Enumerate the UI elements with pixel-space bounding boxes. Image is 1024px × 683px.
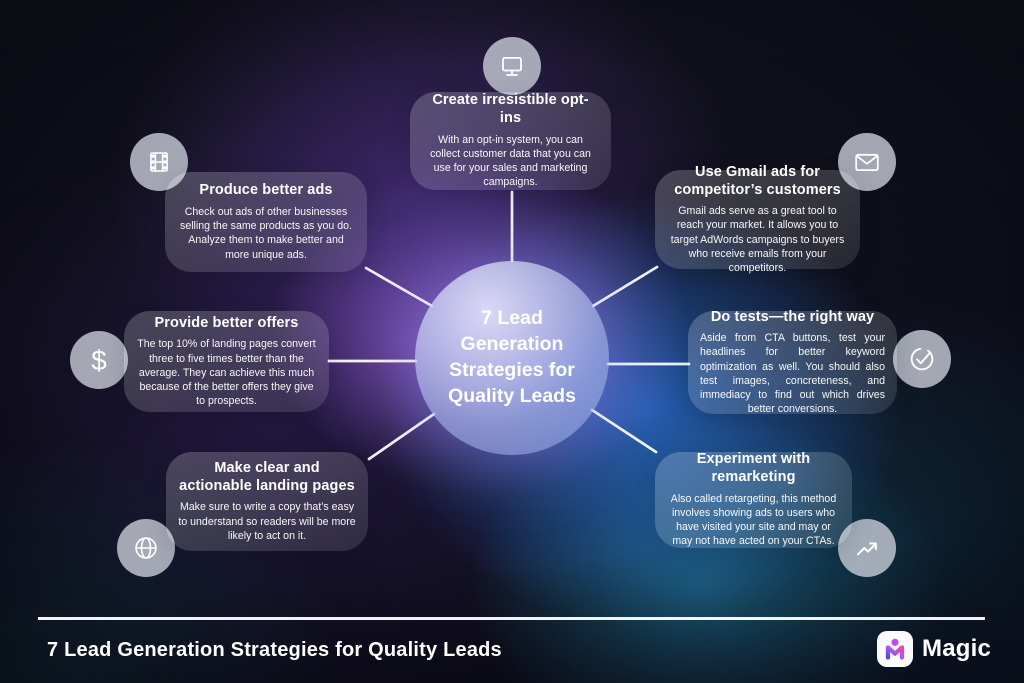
- card-body: Aside from CTA buttons, test your headli…: [700, 332, 885, 416]
- card-body: With an opt-in system, you can collect c…: [430, 133, 591, 189]
- film-icon: [130, 133, 188, 191]
- svg-text:$: $: [91, 345, 107, 376]
- card-do-tests-right-way: Do tests—the right way Aside from CTA bu…: [688, 308, 897, 416]
- card-body: The top 10% of landing pages convert thr…: [137, 338, 316, 408]
- brand-logo: Magic: [877, 631, 991, 667]
- card-title: Provide better offers: [154, 314, 299, 331]
- card-provide-better-offers: Provide better offers The top 10% of lan…: [124, 311, 329, 412]
- card-title: Experiment with remarketing: [696, 451, 811, 486]
- card-title: Make clear and actionable landing pages: [179, 460, 355, 494]
- center-node: 7 Lead Generation Strategies for Quality…: [415, 261, 609, 455]
- card-create-irresistible-opt-ins: Create irresistible opt-ins With an opt-…: [410, 92, 611, 190]
- card-make-clear-landing-pages: Make clear and actionable landing pages …: [166, 452, 368, 551]
- card-body: Make sure to write a copy that’s easy to…: [178, 501, 356, 542]
- footer-divider: [38, 617, 985, 620]
- check-circle-icon: [893, 330, 951, 388]
- card-title: Use Gmail ads for competitor’s customers: [674, 163, 841, 198]
- card-body: Check out ads of other businesses sellin…: [180, 205, 352, 261]
- card-experiment-with-remarketing: Experiment with remarketing Also called …: [655, 451, 852, 548]
- card-title: Do tests—the right way: [710, 308, 875, 325]
- brand-name: Magic: [922, 635, 992, 662]
- magic-logo-icon: [877, 631, 913, 667]
- card-title: Create irresistible opt-ins: [432, 92, 589, 127]
- card-body: Also called retargeting, this method inv…: [670, 492, 837, 548]
- footer-title: 7 Lead Generation Strategies for Quality…: [47, 639, 502, 661]
- card-body: Gmail ads serve as a great tool to reach…: [670, 205, 845, 274]
- mail-icon: [838, 133, 896, 191]
- globe-icon: [117, 519, 175, 577]
- trend-up-icon: [838, 519, 896, 577]
- card-use-gmail-ads: Use Gmail ads for competitor’s customers…: [655, 164, 860, 274]
- card-title: Produce better ads: [199, 182, 333, 199]
- monitor-icon: [483, 37, 541, 95]
- dollar-icon: $: [70, 331, 128, 389]
- center-title: 7 Lead Generation Strategies for Quality…: [448, 307, 576, 407]
- card-produce-better-ads: Produce better ads Check out ads of othe…: [165, 172, 367, 272]
